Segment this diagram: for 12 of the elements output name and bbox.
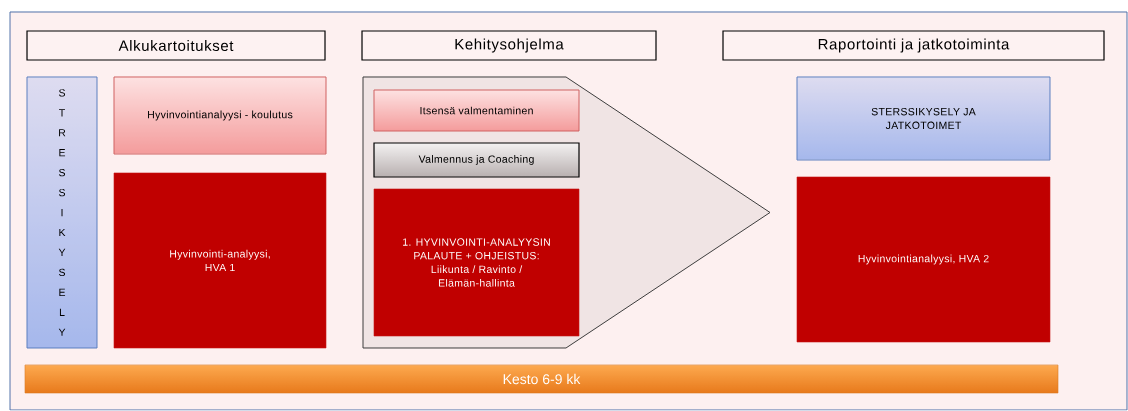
- coaching-box: Itsensä valmentaminen: [373, 89, 580, 132]
- training-box: Hyvinvointianalyysi - koulutus: [113, 76, 327, 155]
- analysis-box: Hyvinvointianalyysi, HVA 2: [796, 176, 1051, 343]
- duration-bar: Kesto 6-9 kk: [24, 364, 1059, 394]
- analysis-box: Hyvinvointi-analyysi, HVA 1: [113, 172, 327, 349]
- section-header: Kehitysohjelma: [361, 30, 657, 61]
- feedback-box: 1. HYVINVOINTI-ANALYYSIN PALAUTE + OHJEISTUS: Liikunta / Ravinto / Elämän-hallinta: [373, 188, 580, 337]
- survey-box: STERSSIKYSELY JA JATKOTOIMET: [796, 76, 1051, 161]
- section-header: Alkukartoitukset: [26, 30, 326, 61]
- coaching-box: Valmennus ja Coaching: [373, 142, 580, 178]
- section-header: Raportointi ja jatkotoiminta: [722, 30, 1105, 61]
- survey-box: STRESSIKYSELY: [26, 76, 98, 349]
